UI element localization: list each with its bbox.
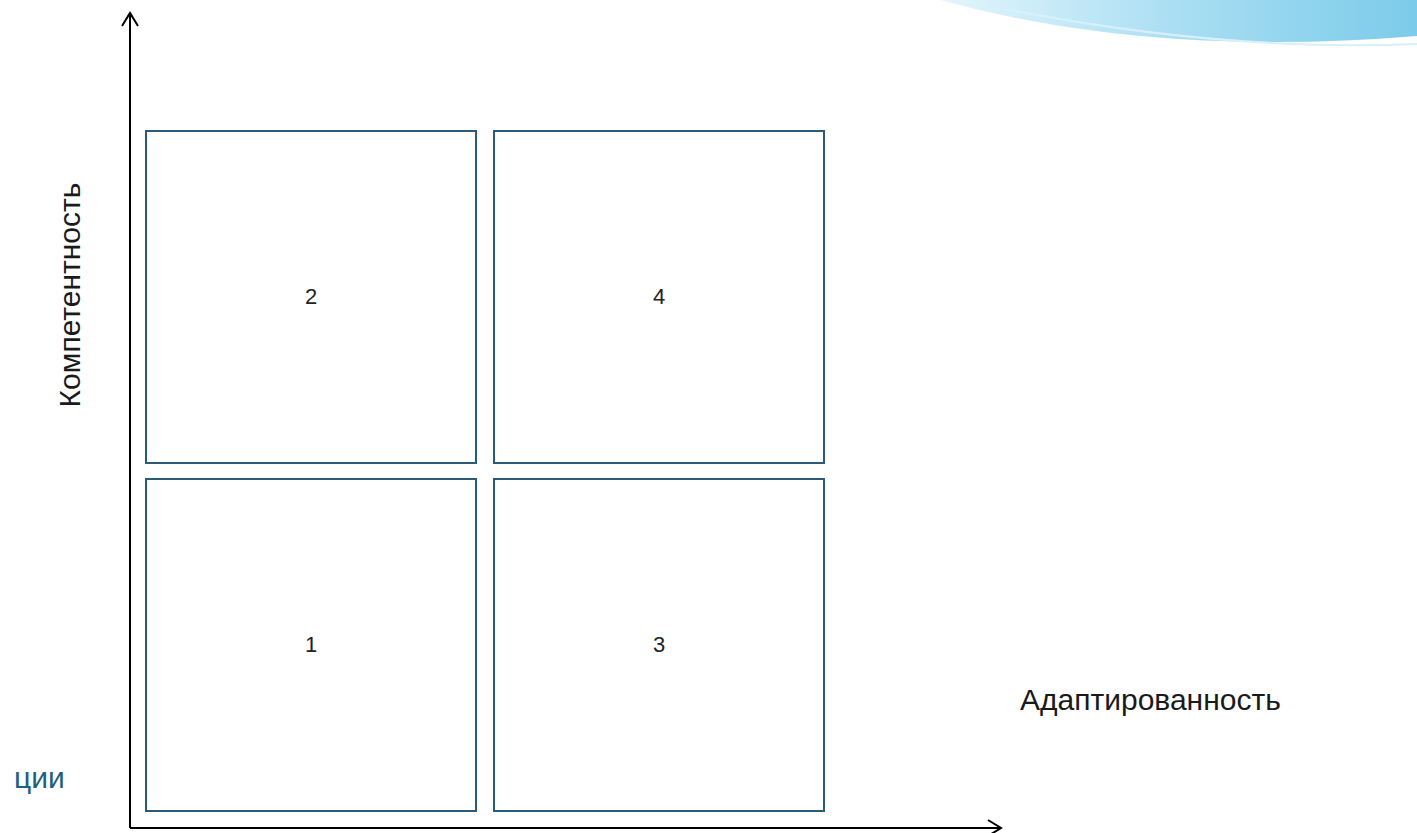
quadrant-box: 1 <box>145 478 477 812</box>
quadrant-number: 4 <box>653 284 665 310</box>
axis-title: Компетентность <box>52 183 88 408</box>
axis-arrowhead <box>122 13 138 26</box>
header-swoosh-line <box>1000 8 1417 45</box>
quadrant-box: 2 <box>145 130 477 464</box>
slide-title-fragment: ции <box>14 760 65 796</box>
quadrant-number: 3 <box>653 632 665 658</box>
quadrant-box: 3 <box>493 478 825 812</box>
quadrant-number: 2 <box>305 284 317 310</box>
axis-arrowhead <box>988 820 1001 833</box>
axes <box>122 13 1001 833</box>
vertical-axis <box>129 14 131 828</box>
horizontal-axis <box>130 827 1000 829</box>
quadrant-number: 1 <box>305 632 317 658</box>
quadrant-box: 4 <box>493 130 825 464</box>
axis-title: Адаптированность <box>1020 682 1281 718</box>
